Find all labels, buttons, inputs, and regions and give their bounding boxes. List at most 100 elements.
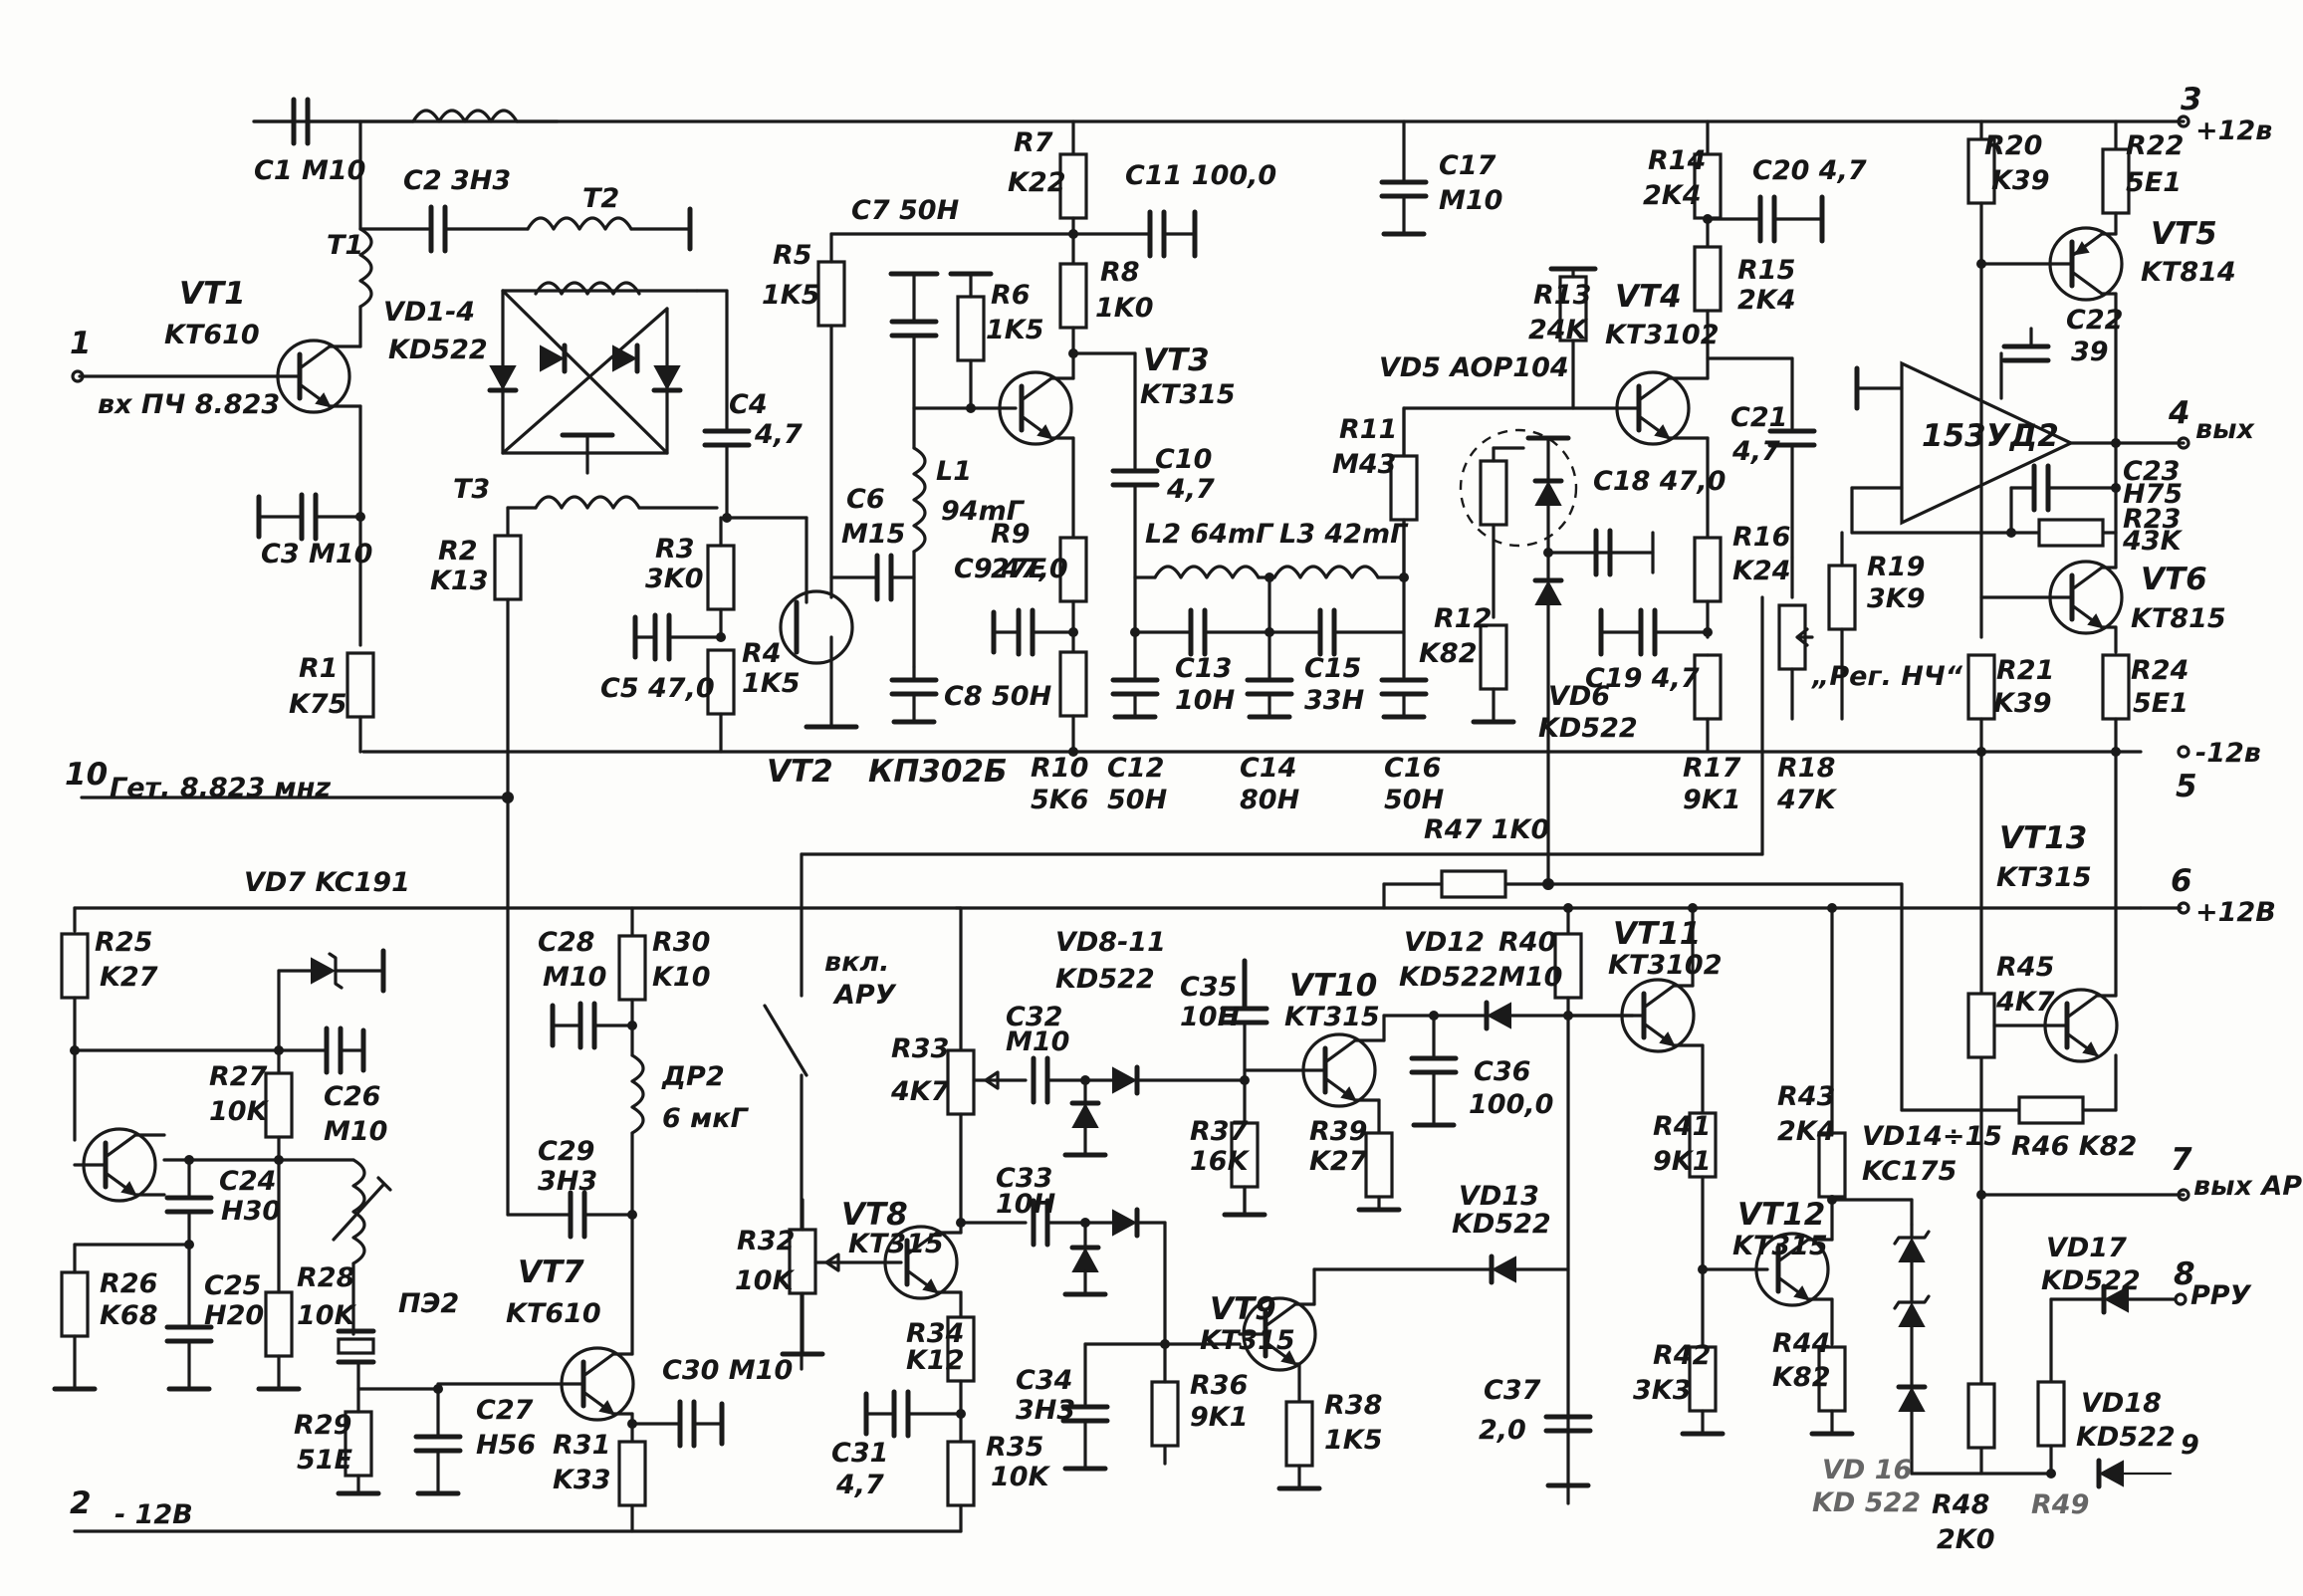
label-r3: R3	[655, 534, 695, 565]
label-r33: R33	[891, 1033, 949, 1064]
label-vt8: VT8	[841, 1197, 908, 1233]
label-vd16: VD 16	[1822, 1455, 1912, 1485]
agc-amplifiers	[780, 906, 1635, 1533]
label-r39-value: K27	[1309, 1146, 1368, 1177]
label-r13: R13	[1533, 280, 1591, 311]
label-dr2-value: 6 мкГ	[662, 1103, 750, 1134]
label-vt7: VT7	[518, 1254, 584, 1290]
label-c29: C29	[538, 1136, 594, 1167]
label-vd18: VD18	[2081, 1388, 2162, 1419]
label-c24: C24	[219, 1166, 276, 1197]
label-r12-value: K82	[1419, 638, 1478, 669]
label-pin8: 8	[2174, 1256, 2195, 1292]
label-r32-value: 10K	[735, 1265, 796, 1296]
label-r26-value: K68	[100, 1300, 158, 1331]
label-c17-value: M10	[1439, 185, 1502, 216]
label-r39: R39	[1309, 1116, 1367, 1147]
label-c37: C37	[1484, 1375, 1541, 1406]
label-r30-value: K10	[652, 962, 711, 993]
label-r29-value: 51E	[297, 1445, 353, 1476]
label-c17: C17	[1439, 150, 1497, 181]
label-c18: C18 47,0	[1593, 466, 1726, 497]
label-r31: R31	[553, 1430, 610, 1461]
label-c25-value: H20	[204, 1300, 264, 1331]
label-vd5: VD5 AOP104	[1379, 352, 1569, 383]
label-vd12: VD12	[1404, 927, 1485, 958]
label-r38-value: 1K5	[1324, 1425, 1383, 1456]
label-c6-value: M15	[841, 519, 905, 550]
output-stage	[1966, 114, 2190, 1476]
label-r2: R2	[438, 536, 478, 567]
label-vt11: VT11	[1613, 916, 1701, 952]
label-t2: T2	[582, 183, 619, 214]
label-r27: R27	[209, 1061, 268, 1092]
label-vd13: VD13	[1459, 1181, 1539, 1212]
label-r9-value: 27E	[991, 554, 1047, 584]
label-c22-value: 39	[2071, 337, 2109, 367]
label-c3: C3 M10	[261, 539, 372, 570]
label-c29-value: 3H3	[538, 1166, 597, 1197]
label-r9: R9	[991, 519, 1031, 550]
label-c10: C10	[1155, 444, 1212, 475]
label-r24-value: 5E1	[2133, 688, 2188, 719]
label-vd12-type: KD522	[1399, 962, 1498, 993]
label-r45-value: 4K7	[1995, 987, 2055, 1018]
label-r19: R19	[1867, 552, 1925, 582]
label-vt4-type: KT3102	[1605, 320, 1720, 350]
label-pin9: 9	[2181, 1430, 2199, 1461]
vt3-stage	[991, 119, 1198, 757]
label-c4-value: 4,7	[754, 419, 803, 450]
label-l2: L2 64mГ	[1145, 519, 1274, 550]
label-c15: C15	[1304, 653, 1361, 684]
label-manual-gain: РРУ	[2190, 1280, 2252, 1311]
label-l1: L1	[936, 456, 972, 487]
label-c14-value: 80H	[1240, 785, 1300, 815]
label-c19: C19 4,7	[1585, 663, 1700, 694]
label-vt5: VT5	[2151, 216, 2217, 252]
label-c32: C32	[1006, 1002, 1062, 1032]
label-c34-value: 3H3	[1016, 1395, 1075, 1426]
label-r6: R6	[991, 280, 1031, 311]
label-vt2: VT2	[767, 754, 833, 790]
label-r43: R43	[1777, 1081, 1835, 1112]
label-c15-value: 33H	[1304, 685, 1365, 716]
label-r18-value: 47K	[1776, 785, 1838, 815]
label-vd14-15-type: KC175	[1862, 1156, 1957, 1187]
label-vt10-type: KT315	[1284, 1002, 1380, 1032]
label-vd1-4-type: KD522	[388, 335, 488, 365]
label-r29: R29	[294, 1410, 351, 1441]
label-c34: C34	[1016, 1365, 1072, 1396]
label-r32: R32	[737, 1226, 795, 1256]
label-r36-value: 9K1	[1190, 1402, 1249, 1433]
label-r36: R36	[1190, 1370, 1248, 1401]
label-vd7: VD7 KC191	[244, 867, 410, 898]
label-r14: R14	[1648, 145, 1706, 176]
oscillator-section	[52, 906, 963, 1496]
component-labels: C1 M10 C2 3H3 T1 T2 T3 VT1 KT610 VD1-4 K…	[65, 82, 2303, 1555]
label-r35: R35	[986, 1432, 1043, 1463]
label-r16-value: K24	[1732, 556, 1791, 586]
label-r47: R47 1K0	[1424, 814, 1549, 845]
label-r34-value: K12	[906, 1345, 965, 1376]
label-r15: R15	[1737, 255, 1795, 286]
label-r10-value: 5K6	[1031, 785, 1089, 815]
label-r2-value: K13	[430, 566, 489, 596]
label-r19-value: 3K9	[1867, 583, 1926, 614]
label-c4: C4	[729, 389, 768, 420]
label-vt12: VT12	[1737, 1197, 1825, 1233]
label-vt1: VT1	[179, 276, 246, 312]
label-pin2: 2	[70, 1485, 92, 1521]
label-r28-value: 10K	[297, 1300, 357, 1331]
label-vt2-type: КП302Б	[868, 754, 1008, 790]
label-c7: C7 50H	[851, 195, 960, 226]
label-r22-value: 5E1	[2126, 167, 2182, 198]
label-pin1: 1	[70, 326, 92, 361]
label-c36-value: 100,0	[1469, 1089, 1553, 1120]
label-r18: R18	[1777, 753, 1835, 784]
label-r33-value: 4K7	[890, 1076, 950, 1107]
label-r24: R24	[2131, 655, 2188, 686]
label-output: вых	[2195, 414, 2256, 445]
label-r1-value: K75	[289, 689, 347, 720]
vt11-vt12	[1546, 903, 2053, 1505]
label-r11-value: M43	[1332, 449, 1396, 480]
